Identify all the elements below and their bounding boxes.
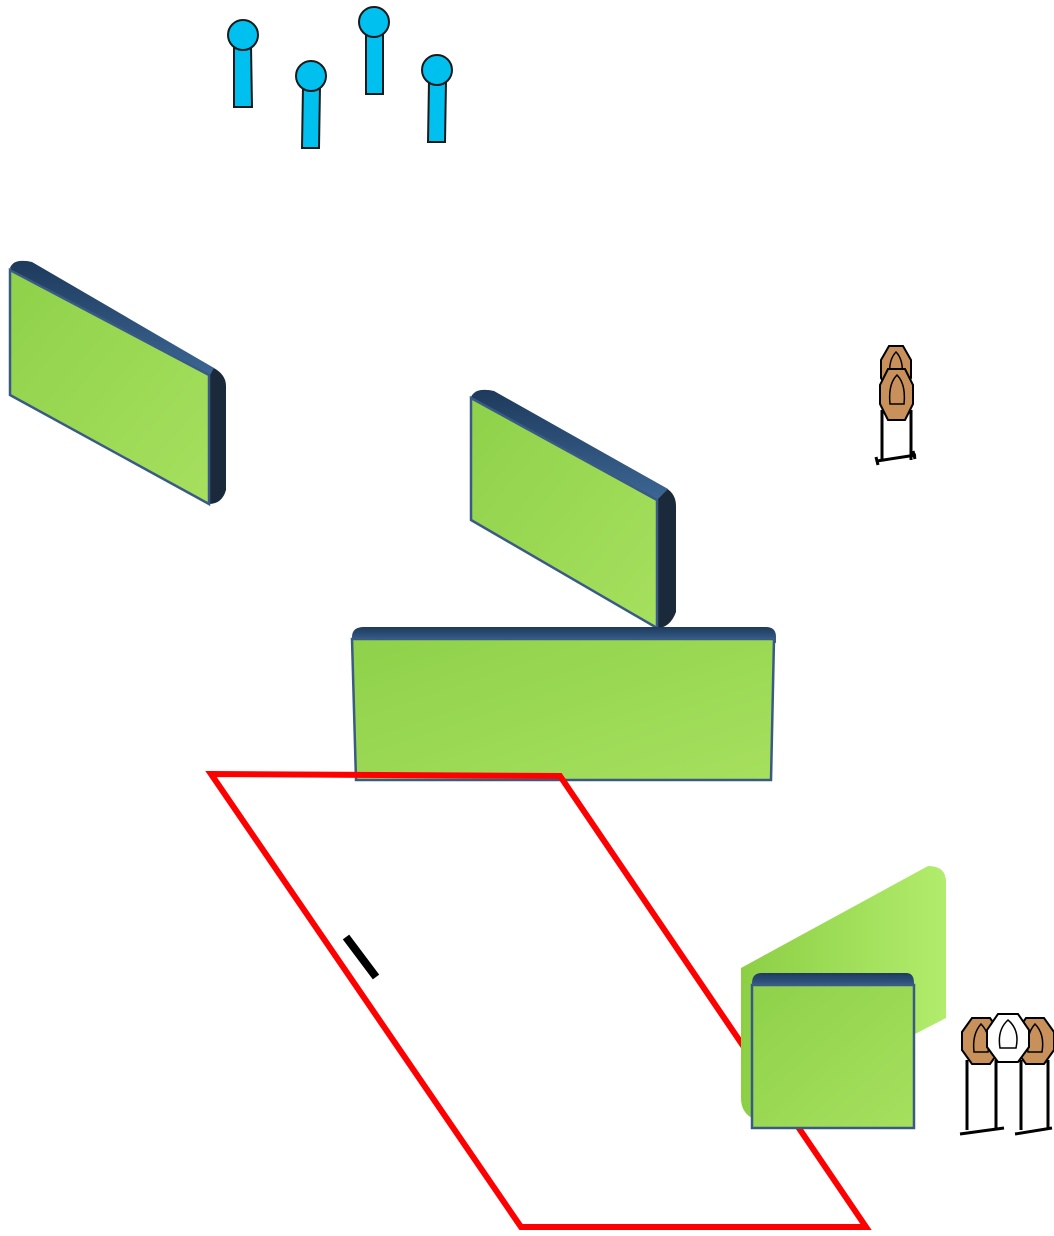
steel-popper-icon xyxy=(421,54,453,143)
target-group-right xyxy=(874,345,917,466)
target-group-lower-right xyxy=(959,1013,1054,1136)
target-stand xyxy=(874,410,917,466)
cardboard-target-icon xyxy=(879,368,914,421)
barrier-lower-right xyxy=(741,866,946,1130)
barrier-front-wide xyxy=(350,627,776,782)
shooting-area xyxy=(205,770,872,1230)
barrier-left xyxy=(8,260,226,507)
target-stand xyxy=(959,1060,1053,1136)
start-position-marker xyxy=(342,934,380,980)
steel-popper-icon xyxy=(295,60,327,149)
popper-group xyxy=(227,6,453,149)
steel-popper-icon xyxy=(358,6,390,95)
no-shoot-target-icon xyxy=(986,1013,1030,1063)
steel-popper-icon xyxy=(227,19,259,108)
barrier-middle xyxy=(469,389,676,631)
